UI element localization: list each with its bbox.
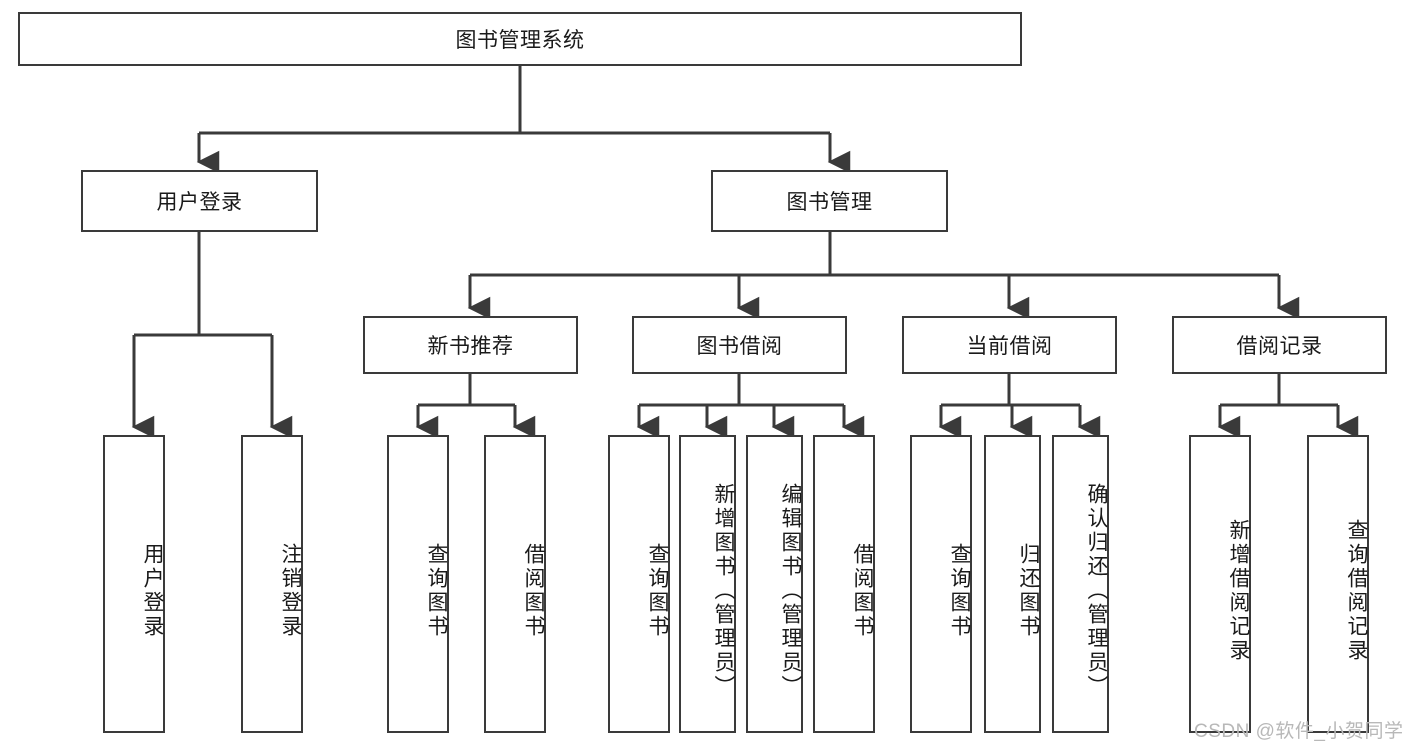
node-level3-2[interactable]: 当前借阅 — [902, 316, 1117, 374]
leaf-label: 借阅图书 — [522, 543, 545, 639]
node-leaf-12[interactable]: 查询借阅记录 — [1307, 435, 1369, 733]
node-leaf-2[interactable]: 查询图书 — [387, 435, 449, 733]
node-level3-1[interactable]: 图书借阅 — [632, 316, 847, 374]
leaf-label: 查询图书 — [425, 543, 448, 639]
node-leaf-5[interactable]: 新增图书（管理员） — [679, 435, 736, 733]
leaf-label: 查询图书 — [646, 543, 669, 639]
node-leaf-11[interactable]: 新增借阅记录 — [1189, 435, 1251, 733]
leaf-label: 新增图书（管理员） — [712, 483, 735, 699]
leaf-label: 编辑图书（管理员） — [779, 483, 802, 699]
leaf-label: 新增借阅记录 — [1227, 519, 1250, 663]
leaf-label: 确认归还（管理员） — [1085, 483, 1108, 699]
node-level3-3[interactable]: 借阅记录 — [1172, 316, 1387, 374]
node-leaf-4[interactable]: 查询图书 — [608, 435, 670, 733]
node-level3-0[interactable]: 新书推荐 — [363, 316, 578, 374]
node-leaf-6[interactable]: 编辑图书（管理员） — [746, 435, 803, 733]
csdn-watermark: CSDN @软件_小贺同学 — [1194, 721, 1404, 742]
node-root[interactable]: 图书管理系统 — [18, 12, 1022, 66]
node-leaf-7[interactable]: 借阅图书 — [813, 435, 875, 733]
node-leaf-1[interactable]: 注销登录 — [241, 435, 303, 733]
node-leaf-10[interactable]: 确认归还（管理员） — [1052, 435, 1109, 733]
node-level2-1[interactable]: 图书管理 — [711, 170, 948, 232]
node-leaf-8[interactable]: 查询图书 — [910, 435, 972, 733]
node-level2-0[interactable]: 用户登录 — [81, 170, 318, 232]
leaf-label: 借阅图书 — [851, 543, 874, 639]
leaf-label: 用户登录 — [141, 543, 164, 639]
leaf-label: 归还图书 — [1017, 543, 1040, 639]
leaf-label: 查询图书 — [948, 543, 971, 639]
node-leaf-3[interactable]: 借阅图书 — [484, 435, 546, 733]
leaf-label: 注销登录 — [279, 543, 302, 639]
leaf-label: 查询借阅记录 — [1345, 519, 1368, 663]
node-leaf-9[interactable]: 归还图书 — [984, 435, 1041, 733]
node-leaf-0[interactable]: 用户登录 — [103, 435, 165, 733]
